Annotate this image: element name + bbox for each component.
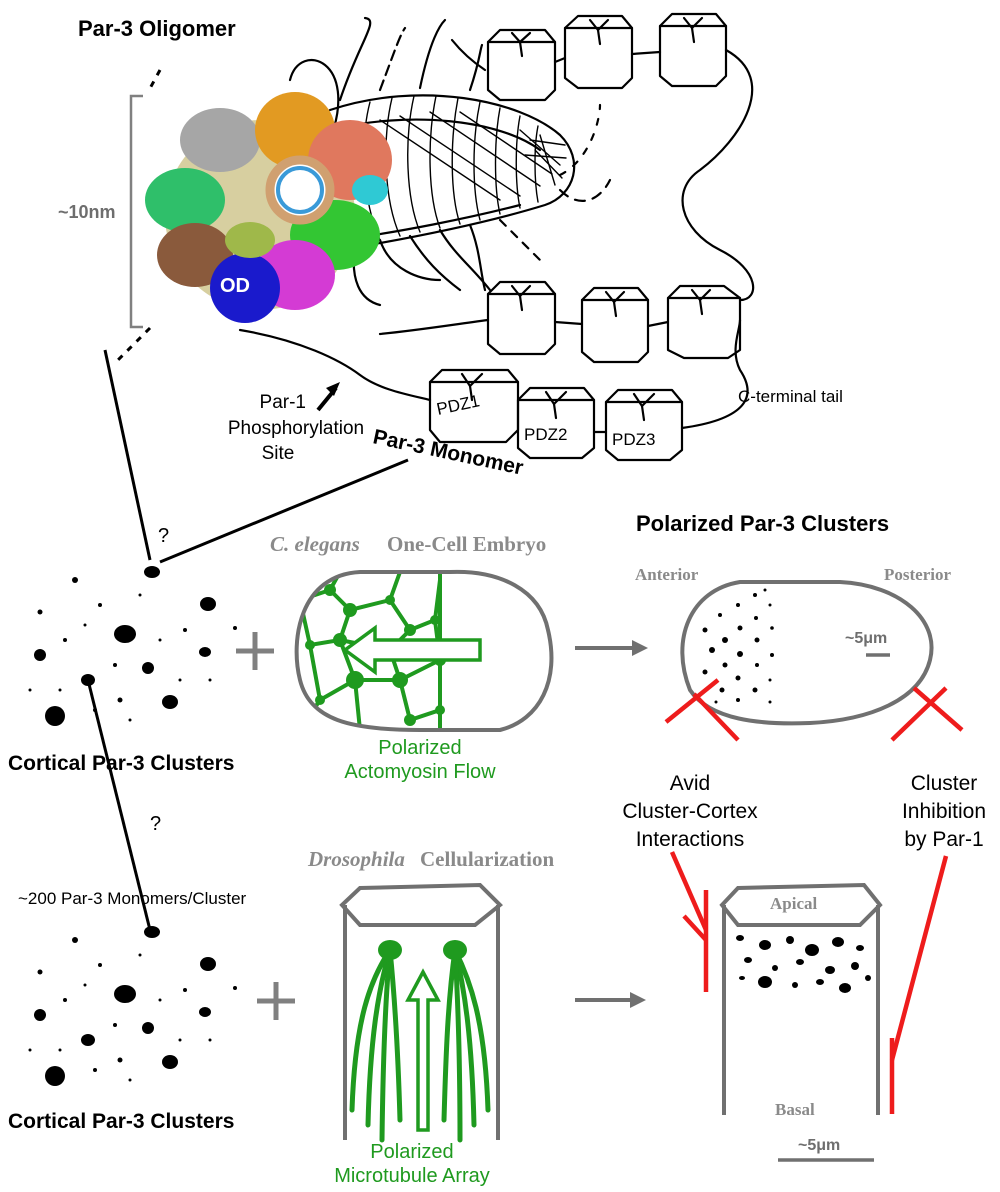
drosophila-title-italic: Drosophila [307,847,405,871]
cortical-clusters-label-bottom: Cortical Par-3 Clusters [8,1110,234,1133]
anterior-cluster-dots [702,588,774,704]
par1-inhibition-line1: Cluster [911,772,978,795]
elegans-title-rest: One-Cell Embryo [387,532,546,556]
flow-label-line1: Polarized [378,737,461,759]
connector-cluster-cluster [86,679,152,931]
pdz3-label: PDZ3 [612,430,655,449]
microtubule-arrow [405,968,441,1132]
pdz-row-monomer [238,318,749,462]
question-mark-middle: ? [150,813,161,835]
question-mark-top: ? [158,525,169,547]
phospho-label-line1: Par-1 [260,392,306,413]
cortical-clusters-bottom [28,926,237,1086]
inhibition-par1-top [890,686,964,742]
guide-dash-bottom [116,326,152,362]
posterior-label: Posterior [884,565,951,584]
pdz-box [563,14,634,90]
scale-bracket-10nm [129,94,143,329]
apical-label: Apical [770,894,818,913]
avid-label-line2: Cluster-Cortex [622,800,758,823]
pdz3-box [604,388,684,462]
array-label-line1: Polarized [370,1141,453,1163]
plus-sign-top [236,632,274,670]
par1-inhibition-line2: Inhibition [902,800,986,823]
arrow-to-polarized-cell [575,992,646,1008]
anterior-label: Anterior [635,565,699,584]
monomers-per-cluster-label: ~200 Par-3 Monomers/Cluster [18,889,247,908]
pdz-box [486,280,557,356]
drosophila-cell [339,882,503,1143]
inhibition-par1-bottom [889,855,949,1114]
pdz2-label: PDZ2 [524,425,567,444]
pdz-box [666,284,742,360]
pdz-box [580,286,650,364]
array-label-line2: Microtubule Array [334,1165,490,1187]
scale-label-embryo: ~5μm [845,630,887,647]
oligomer-title: Par-3 Oligomer [78,16,236,41]
pdz-row-middle [378,280,742,364]
oligomer-protein-surface [145,92,392,323]
scale-label-10nm: ~10nm [58,202,116,222]
pdz-box [486,28,557,102]
elegans-embryo [294,569,554,732]
cortical-clusters-label-top: Cortical Par-3 Clusters [8,752,234,775]
basal-label: Basal [775,1100,815,1119]
pdz2-box [516,386,596,460]
elegans-title-italic: C. elegans [270,532,360,556]
apical-cluster-dots [736,935,871,993]
monomer-title: Par-3 Monomer [371,425,525,479]
guide-dash-top [146,69,162,93]
arrow-to-polarized-embryo [575,640,648,656]
avid-label-line3: Interactions [636,828,745,851]
pdz-box [658,12,728,88]
actomyosin-flow-arrow [342,624,482,676]
plus-sign-bottom [257,982,295,1020]
connector-monomer-cluster [159,458,409,564]
drosophila-title-rest: Cellularization [420,847,554,871]
scale-label-cell: ~5μm [798,1137,840,1154]
oligomer-filament-bundle [288,16,612,307]
phospho-arrowhead [326,382,340,396]
polarized-cell [719,882,883,1162]
c-terminal-tail-label: C-terminal tail [738,387,843,406]
connector-oligomer-cluster [103,349,152,561]
inhibition-avid-bottom [669,851,709,992]
inhibition-avid-top [664,678,740,742]
par1-inhibition-line3: by Par-1 [904,828,983,851]
phospho-label-line2: Phosphorylation [228,418,364,439]
microtubule-array [349,940,491,1143]
cortical-clusters-top [28,566,237,726]
polarized-embryo [680,580,934,726]
phospho-label-line3: Site [262,443,295,464]
pdz-row-top [450,12,755,302]
pdz1-label: PDZ1 [435,391,481,419]
flow-label-line2: Actomyosin Flow [344,761,496,783]
polarized-title: Polarized Par-3 Clusters [636,511,889,536]
avid-label-line1: Avid [670,772,710,795]
od-label: OD [220,275,250,297]
